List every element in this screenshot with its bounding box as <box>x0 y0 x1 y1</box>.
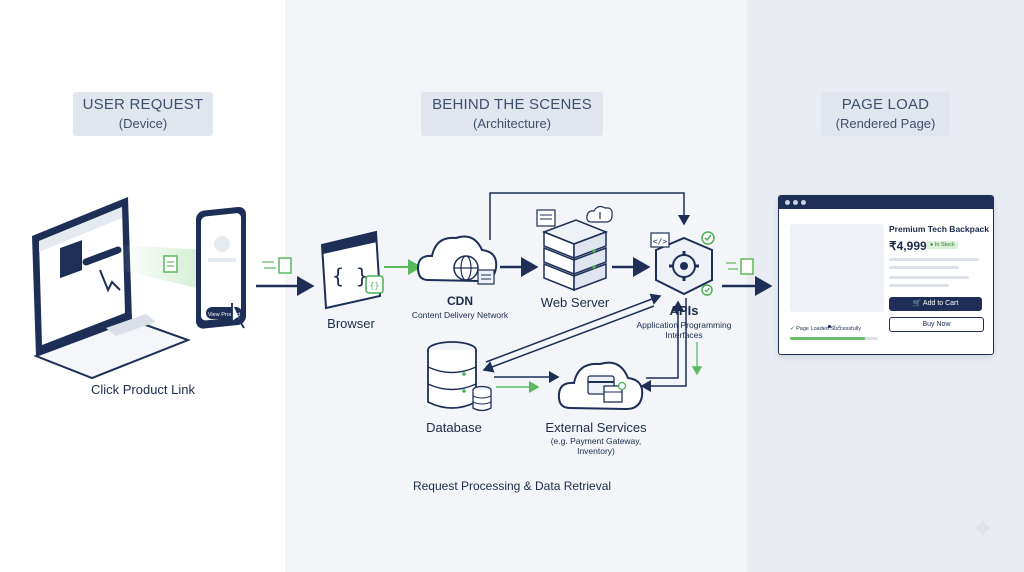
check-icon-small <box>701 284 713 296</box>
description-line <box>889 258 979 261</box>
description-line <box>889 284 949 287</box>
window-dot <box>793 200 798 205</box>
laptop-icon <box>32 197 191 380</box>
api-code-icon: </> <box>650 232 670 248</box>
user-request-header: USER REQUEST (Device) <box>73 92 213 136</box>
apis-label: APIs <box>669 303 699 318</box>
database-label: Database <box>426 420 482 435</box>
svg-text:</>: </> <box>653 237 668 246</box>
web-server-label: Web Server <box>540 295 610 310</box>
code-badge-icon: {} <box>365 275 384 294</box>
cursor-icon <box>99 269 121 293</box>
page-load-header: PAGE LOAD (Rendered Page) <box>821 92 950 136</box>
add-to-cart-button[interactable]: 🛒 Add to Cart <box>889 297 982 311</box>
external-services-label: External Services <box>545 420 647 435</box>
product-price: ₹4,999 <box>889 239 927 253</box>
arrow-external-to-apis <box>646 300 684 379</box>
user-request-title: USER REQUEST <box>82 96 204 113</box>
apis-sublabel-1: Application Programming <box>636 320 732 330</box>
page-loaded-status: ✔ Page Loaded Successfully <box>790 326 861 332</box>
description-line <box>889 266 959 269</box>
database-icon <box>427 341 492 412</box>
window-dot <box>785 200 790 205</box>
window-titlebar <box>779 196 993 209</box>
small-document-icon <box>163 255 178 273</box>
cdn-sublabel: Content Delivery Network <box>411 310 509 320</box>
sparkle-icon: ✦ <box>970 513 996 546</box>
arrow-db-to-apis <box>485 293 662 363</box>
processing-caption: Request Processing & Data Retrieval <box>412 479 612 493</box>
product-name: Premium Tech Backpack <box>889 224 989 234</box>
buy-now-button[interactable]: Buy Now <box>889 317 984 332</box>
stock-badge: ● In Stock <box>927 241 958 249</box>
arrow-apis-to-db <box>482 305 655 373</box>
load-progress-fill <box>790 337 865 340</box>
cdn-label: CDN <box>447 294 473 308</box>
speed-lines-icon <box>262 257 292 274</box>
apis-gear-icon <box>655 236 713 296</box>
user-request-subtitle: (Device) <box>118 116 168 131</box>
rendered-page-window: Premium Tech Backpack ₹4,999 ● In Stock … <box>778 195 994 355</box>
config-window-icon <box>536 209 556 227</box>
phone-icon <box>196 206 246 329</box>
behind-scenes-header: BEHIND THE SCENES (Architecture) <box>421 92 603 136</box>
load-progress-bar <box>790 337 878 340</box>
external-services-sublabel-2: Inventory) <box>577 446 615 456</box>
page-load-subtitle: (Rendered Page) <box>835 116 936 131</box>
product-image-frame <box>790 224 884 312</box>
description-line <box>889 276 969 279</box>
behind-scenes-title: BEHIND THE SCENES <box>432 96 592 113</box>
page-load-title: PAGE LOAD <box>841 96 930 113</box>
success-check-icon: ✔ <box>790 326 797 332</box>
check-icon <box>701 231 715 245</box>
browser-window-icon: { } <box>320 230 382 310</box>
click-product-link-label: Click Product Link <box>90 382 196 397</box>
svg-text:{ }: { } <box>332 264 368 288</box>
speed-lines-right-icon <box>726 258 754 275</box>
external-services-sublabel-1: (e.g. Payment Gateway, <box>550 436 642 446</box>
apis-sublabel-2: Interfaces <box>665 330 703 340</box>
tap-glow <box>120 245 205 290</box>
page-loaded-text: Page Loaded Successfully <box>796 326 861 332</box>
window-dot <box>801 200 806 205</box>
external-services-cloud-icon <box>557 361 644 411</box>
svg-text:{}: {} <box>370 281 380 290</box>
behind-scenes-subtitle: (Architecture) <box>472 116 552 131</box>
hand-pointer-icon <box>231 303 245 329</box>
cdn-cloud-icon <box>416 235 498 285</box>
phone-view-button: View Product <box>208 312 241 318</box>
cloud-upload-icon <box>586 205 613 223</box>
browser-label: Browser <box>327 316 375 331</box>
image-pager[interactable] <box>827 315 842 333</box>
arrow-apis-to-external <box>640 298 687 392</box>
web-server-icon <box>541 219 609 292</box>
arrow-cdn-loop-to-apis <box>489 192 690 240</box>
